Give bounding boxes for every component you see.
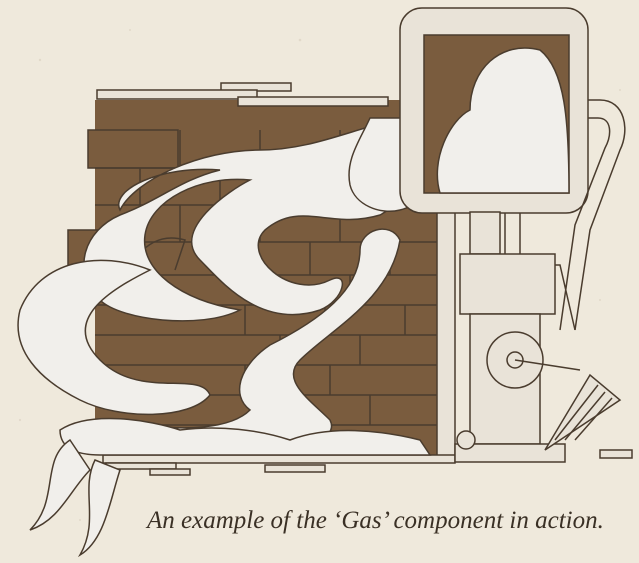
floor-planks bbox=[103, 455, 455, 475]
machine-tank-icon bbox=[400, 8, 588, 213]
figure-caption: An example of the ‘Gas’ component in act… bbox=[147, 506, 637, 536]
